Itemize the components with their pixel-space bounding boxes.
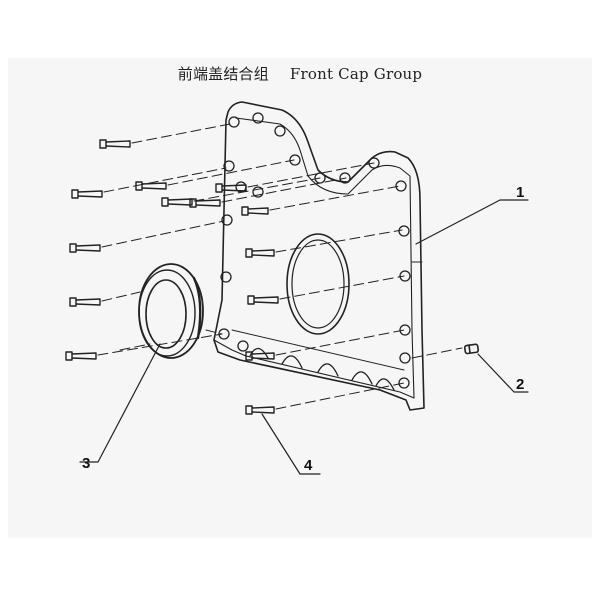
dowel-pin [463, 343, 480, 355]
diagram-title: 前端盖结合组 Front Cap Group [0, 63, 600, 84]
leader-lines [79, 199, 529, 475]
callout-3: 3 [82, 455, 91, 472]
front-cap-housing [213, 101, 425, 411]
callout-1: 1 [516, 184, 525, 201]
assembly-lines [97, 123, 463, 410]
bolt-set [65, 139, 279, 415]
title-english: Front Cap Group [289, 65, 423, 83]
callout-4: 4 [304, 457, 313, 474]
oil-seal-ring [138, 263, 204, 359]
title-chinese: 前端盖结合组 [177, 65, 269, 83]
paper-sheet [8, 58, 592, 538]
callout-2: 2 [516, 376, 525, 393]
